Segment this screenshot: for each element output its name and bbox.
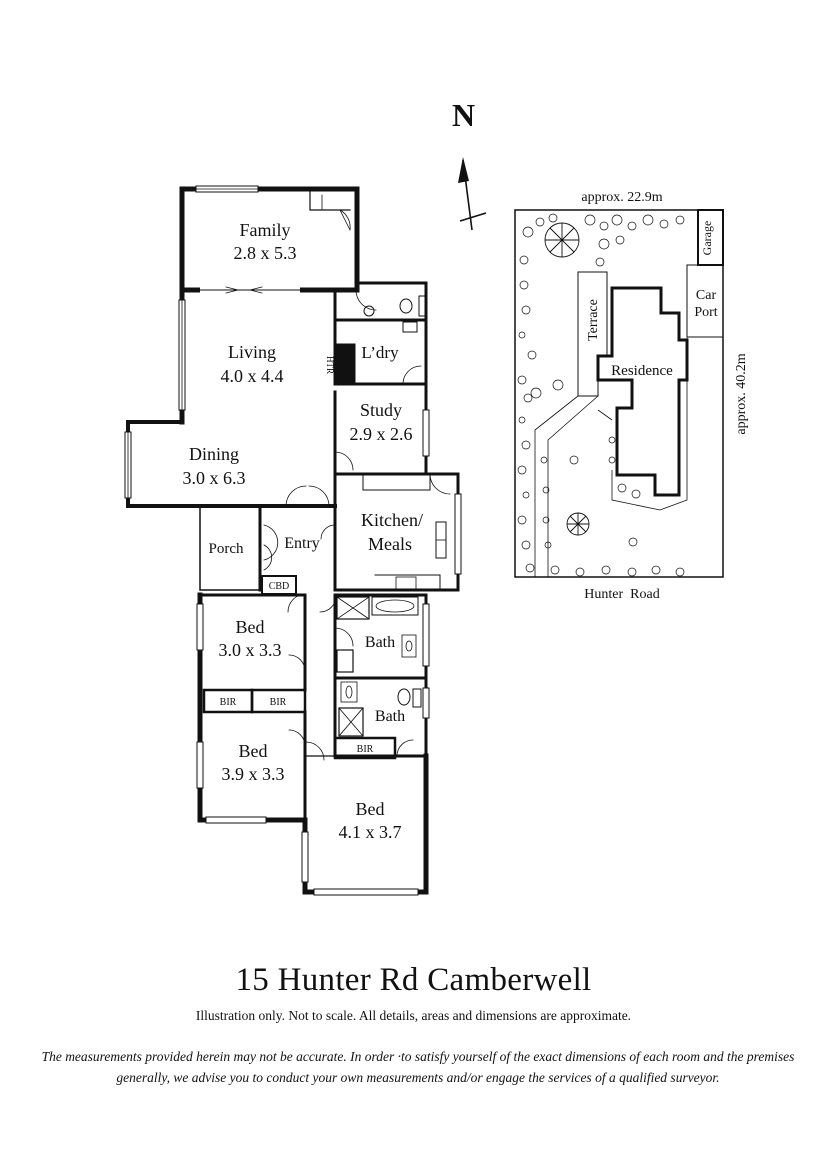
room-name: Bath [375,708,405,725]
floor-plan-diagram: N [124,97,749,896]
carport-label: Car [696,288,717,303]
room-name: Entry [284,535,320,552]
window [196,603,204,651]
room-name: Bath [365,634,395,651]
tree-icon [544,222,590,536]
wall [126,420,337,508]
room-name: HTR [325,356,335,374]
room-name: Family [239,220,290,240]
garage-label: Garage [700,221,714,256]
carport-outline [686,264,724,338]
room-dimensions: 4.1 x 3.7 [339,822,402,842]
window [422,603,430,667]
room-name: Living [228,342,276,362]
north-arrow-icon [458,157,487,231]
room-name: Meals [368,534,412,554]
site-plan: approx. 22.9m approx. 40.2m Garage Car P… [514,190,749,602]
site-depth-label: approx. 40.2m [734,353,749,434]
room-dimensions: 2.9 x 2.6 [350,424,413,444]
compass-north-label: N [452,97,475,133]
window [422,687,430,719]
property-title: 15 Hunter Rd Camberwell [235,962,592,998]
room-name: Kitchen/ [361,510,423,530]
room-dimensions: 4.0 x 4.4 [221,366,284,386]
window [301,831,309,883]
residence-outline [596,286,689,497]
room-name: BIR [357,744,374,755]
site-boundary [514,209,724,578]
room-name: CBD [269,581,290,592]
room-name: Porch [209,541,244,557]
window [313,888,419,896]
room-labels: Family 2.8 x 5.3 Living 4.0 x 4.4 Dining… [183,220,423,842]
room-name: L’dry [361,343,399,362]
window [454,493,462,575]
window [205,816,267,824]
wall [199,505,261,591]
site-width-label: approx. 22.9m [581,190,662,205]
room-name: BIR [220,697,237,708]
window [422,409,430,457]
room-name: Dining [189,444,239,464]
garden-hedge-icon [517,213,685,577]
floor-plan [124,185,462,896]
room-dimensions: 3.9 x 3.3 [222,764,285,784]
wall [197,592,308,823]
room-name: BIR [270,697,287,708]
illustration-note: Illustration only. Not to scale. All det… [195,1008,632,1023]
compass: N [452,97,487,231]
room-dimensions: 3.0 x 3.3 [219,640,282,660]
street-label: Hunter Road [584,587,659,602]
room-name: Study [360,400,402,420]
carport-label: Port [694,305,717,320]
room-dimensions: 2.8 x 5.3 [234,243,297,263]
room-name: Bed [356,799,385,819]
residence-label: Residence [611,363,673,379]
heater [334,343,356,385]
room-name: Bed [239,741,268,761]
terrace-label: Terrace [586,299,601,341]
room-name: Bed [236,617,265,637]
measurement-disclaimer: The measurements provided herein may not… [41,1049,795,1085]
room-dimensions: 3.0 x 6.3 [183,468,246,488]
window [196,741,204,789]
